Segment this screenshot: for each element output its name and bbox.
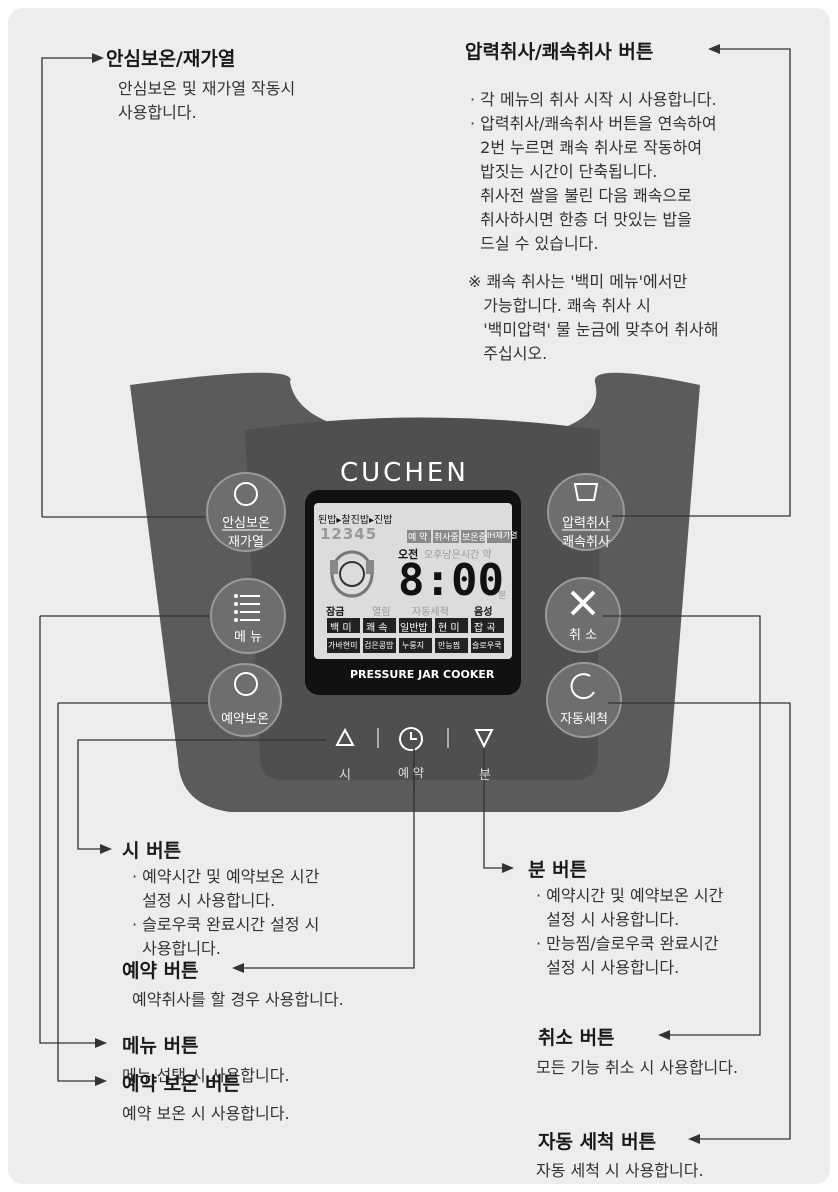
pressure-note-3: 주십시오. [468,344,548,363]
lcd-menu-5: 가바현미 [328,641,358,650]
auto-clean-button[interactable]: 자동세척 [560,712,608,727]
minute-desc-2: · 만능찜/슬로우쿡 완료시간 [536,934,719,953]
hour-desc-0: · 예약시간 및 예약보온 시간 [132,867,320,886]
pressure-cook-label-1: 압력취사 [562,516,610,531]
reserve-title: 예약 버튼 [122,960,199,982]
lcd-numbers: 12345 [320,525,378,543]
callout-lines [39,48,791,1140]
lcd-time: 8:00 [398,555,504,606]
menu-desc: 메뉴 선택 시 사용합니다. [122,1066,290,1085]
clean-icon [570,673,595,700]
minute-desc-1: 설정 시 사용합니다. [536,910,680,929]
lcd-icon-voice: 음성 [474,607,493,618]
minute-desc-0: · 예약시간 및 예약보온 시간 [536,886,724,905]
lcd-menu-7: 누룽지 [402,641,425,650]
clock-icon [399,727,423,751]
pressure-note-1: 가능합니다. 쾌속 취사 시 [468,296,651,315]
lcd-minute-unit: 분 [498,591,507,601]
keep-warm-desc-2: 사용합니다. [118,103,197,122]
lcd-rice-types: 된밥▸찰진밥▸진밥 [318,515,393,526]
pressure-desc-0: · 각 메뉴의 취사 시작 시 사용합니다. [470,90,717,109]
reserve-warm-button[interactable]: 예약보온 [221,712,269,727]
lcd-status-2: 보온중 [462,533,487,543]
lcd-pot-icon [330,550,374,598]
lcd-icon-clean: 자동세척 [412,607,449,618]
x-icon [570,590,596,616]
lcd-time-labels: 오후남은시간 약 [424,550,492,561]
pressure-desc-6: 드실 수 있습니다. [470,234,599,253]
lcd-ampm: 오전 [398,548,419,561]
pressure-desc-1: · 압력취사/쾌속취사 버튼을 연속하여 [470,114,717,133]
lcd-menu-9: 슬로우쿡 [472,641,502,650]
triangle-down-icon [474,729,494,749]
cancel-desc: 모든 기능 취소 시 사용합니다. [536,1058,739,1077]
minute-title: 분 버튼 [528,859,588,881]
lcd-icon-lock: 잠금 [326,607,345,618]
lcd-status-0: 예 약 [408,533,428,543]
lcd-footer: PRESSURE JAR COOKER [350,668,495,681]
reserve-button[interactable]: 예 약 [398,766,424,780]
pressure-desc-2: 2번 누르면 쾌속 취사로 작동하여 [470,138,703,157]
keep-warm-title: 안심보온/재가열 [106,48,236,70]
lcd-menu-8: 만능찜 [438,641,461,650]
list-bullets [234,594,238,622]
arrowheads [92,44,720,1144]
hour-desc-1: 설정 시 사용합니다. [132,891,276,910]
lcd-icon-open: 열림 [372,607,391,618]
lcd-menu-4: 잡 곡 [474,623,496,634]
lcd-status-boxes [407,530,511,543]
lcd-status-1: 취사중 [434,533,459,543]
menu-title: 메뉴 버튼 [122,1035,199,1057]
keep-warm-label-2: 재가열 [228,535,264,550]
auto-clean-title: 자동 세척 버튼 [538,1131,657,1153]
lcd-menu-2: 일반밥 [400,623,428,634]
lcd-menu-1: 쾌 속 [366,623,388,634]
lcd-menu-0: 백 미 [330,623,352,634]
reserve-warm-desc: 예약 보온 시 사용합니다. [122,1104,290,1123]
round-buttons [206,472,625,738]
lcd-menu-3: 현 미 [438,623,460,634]
lcd-status-3: IH재가열 [487,531,518,540]
minute-button[interactable]: 분 [479,768,491,783]
lcd-menu-6: 검은콩밥 [364,641,394,650]
pot-icon [573,483,599,501]
list-menu-icon [240,595,260,621]
pressure-desc-5: 취사하시면 한층 더 맛있는 밥을 [470,210,692,229]
keep-warm-label-1: 안심보온 [222,516,270,531]
cancel-button[interactable]: 취 소 [568,628,598,643]
reserve-warm-title: 예약 보온 버튼 [122,1073,241,1095]
hour-desc-2: · 슬로우쿡 완료시간 설정 시 [132,915,320,934]
lcd-menu-boxes [327,618,504,653]
menu-button[interactable]: 메 뉴 [233,630,263,645]
brand-logo: CUCHEN [340,458,469,488]
keep-warm-button[interactable]: 안심보온 재가열 [207,512,285,550]
triangle-up-icon [335,727,355,746]
minute-desc-3: 설정 시 사용합니다. [536,958,680,977]
reserve-desc: 예약취사를 할 경우 사용합니다. [132,990,344,1009]
keep-warm-desc-1: 안심보온 및 재가열 작동시 [118,79,296,98]
pressure-desc-4: 취사전 쌀을 불린 다음 쾌속으로 [470,186,692,205]
hour-button[interactable]: 시 [339,768,351,783]
cancel-title: 취소 버튼 [538,1027,615,1049]
pressure-desc-3: 밥짓는 시간이 단축됩니다. [470,162,658,181]
pressure-cook-label-2: 쾌속취사 [562,535,610,550]
clock-arrow-icon [234,672,258,696]
pressure-note-0: ※ 쾌속 취사는 '백미 메뉴'에서만 [468,272,688,291]
pressure-cook-button[interactable]: 압력취사 쾌속취사 [548,512,624,550]
hour-title: 시 버튼 [122,840,182,862]
auto-clean-desc: 자동 세척 시 사용합니다. [536,1161,704,1180]
circular-arrows-icon [234,482,258,506]
hour-desc-3: 사용합니다. [132,939,221,958]
pressure-title: 압력취사/쾌속취사 버튼 [465,41,654,63]
pressure-note-2: '백미압력' 물 눈금에 맞추어 취사해 [468,320,719,339]
